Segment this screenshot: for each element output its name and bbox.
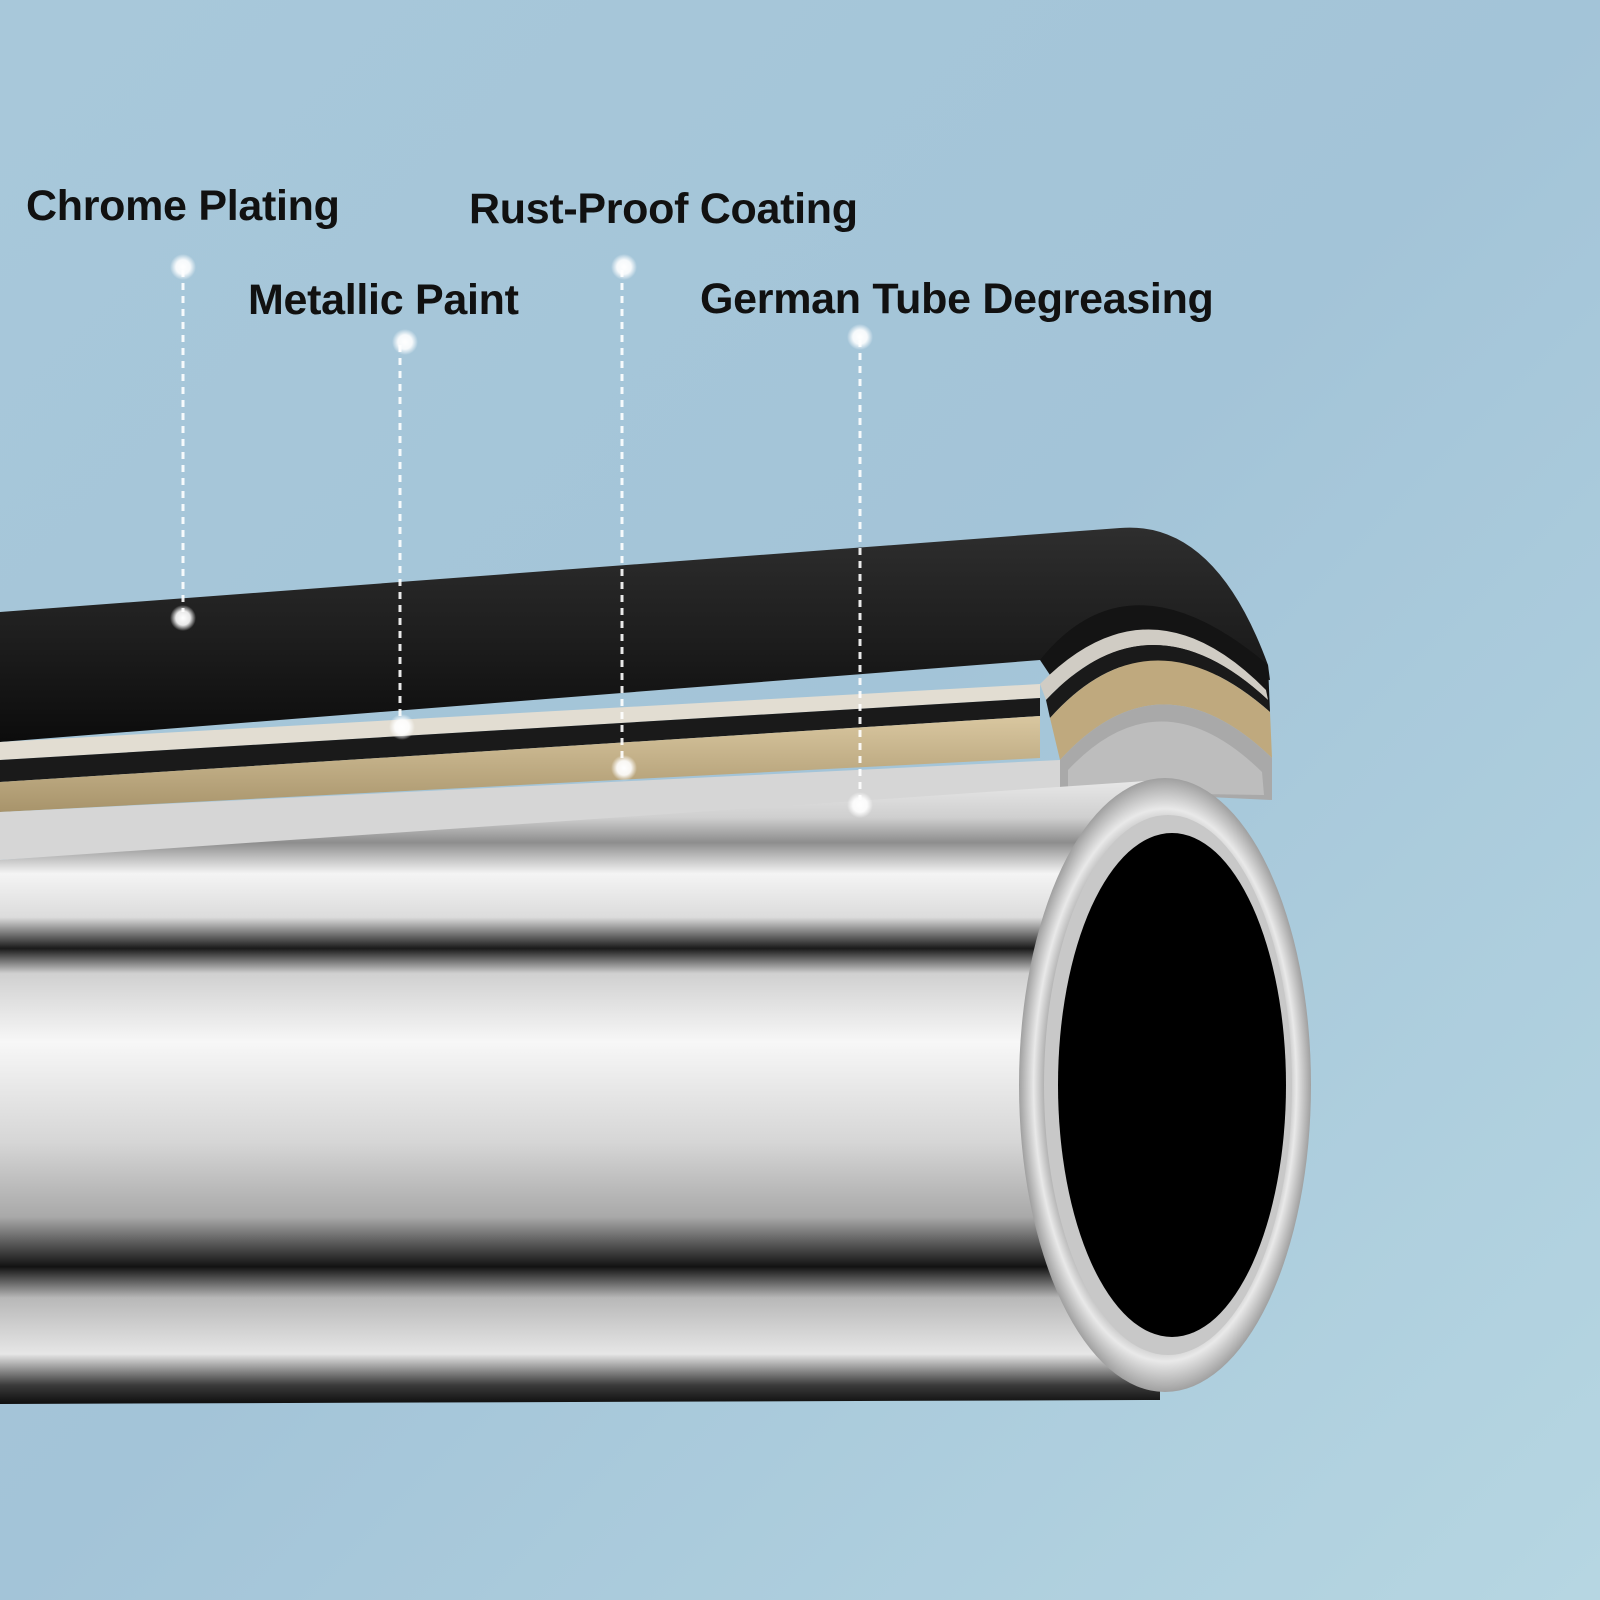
rust-proof-coating-layer xyxy=(0,716,1040,812)
german-tube-degreasing-label: German Tube Degreasing xyxy=(700,275,1214,323)
rust-proof-coating-label: Rust-Proof Coating xyxy=(469,185,858,233)
german-tube-degreasing-marker-bottom xyxy=(847,792,873,818)
chrome-plating-end xyxy=(1040,605,1270,712)
degreasing-layer xyxy=(0,760,1120,860)
tube-opening-hole xyxy=(1058,833,1286,1337)
metallic-paint-layer xyxy=(0,684,1040,760)
metallic-paint-marker-top xyxy=(392,329,418,355)
rust-proof-coating-marker-top xyxy=(611,254,637,280)
dark-band xyxy=(0,698,1040,782)
metallic-paint-marker-bottom xyxy=(389,714,415,740)
chrome-plating-layer xyxy=(0,527,1270,742)
chrome-plating-marker-top xyxy=(170,254,196,280)
german-tube-degreasing-marker-top xyxy=(847,324,873,350)
chrome-plating-label: Chrome Plating xyxy=(26,182,340,230)
rust-proof-coating-marker-bottom xyxy=(611,755,637,781)
steel-tube-body xyxy=(0,780,1160,1404)
rust-proof-coating-end xyxy=(1050,660,1272,760)
metallic-paint-label: Metallic Paint xyxy=(248,276,519,324)
degreasing-end-highlight xyxy=(1068,721,1264,795)
leader-lines xyxy=(181,270,862,800)
dark-band-end xyxy=(1046,645,1270,718)
marker-dots xyxy=(170,254,873,818)
metallic-paint-end xyxy=(1040,629,1268,700)
chrome-plating-marker-bottom xyxy=(170,605,196,631)
